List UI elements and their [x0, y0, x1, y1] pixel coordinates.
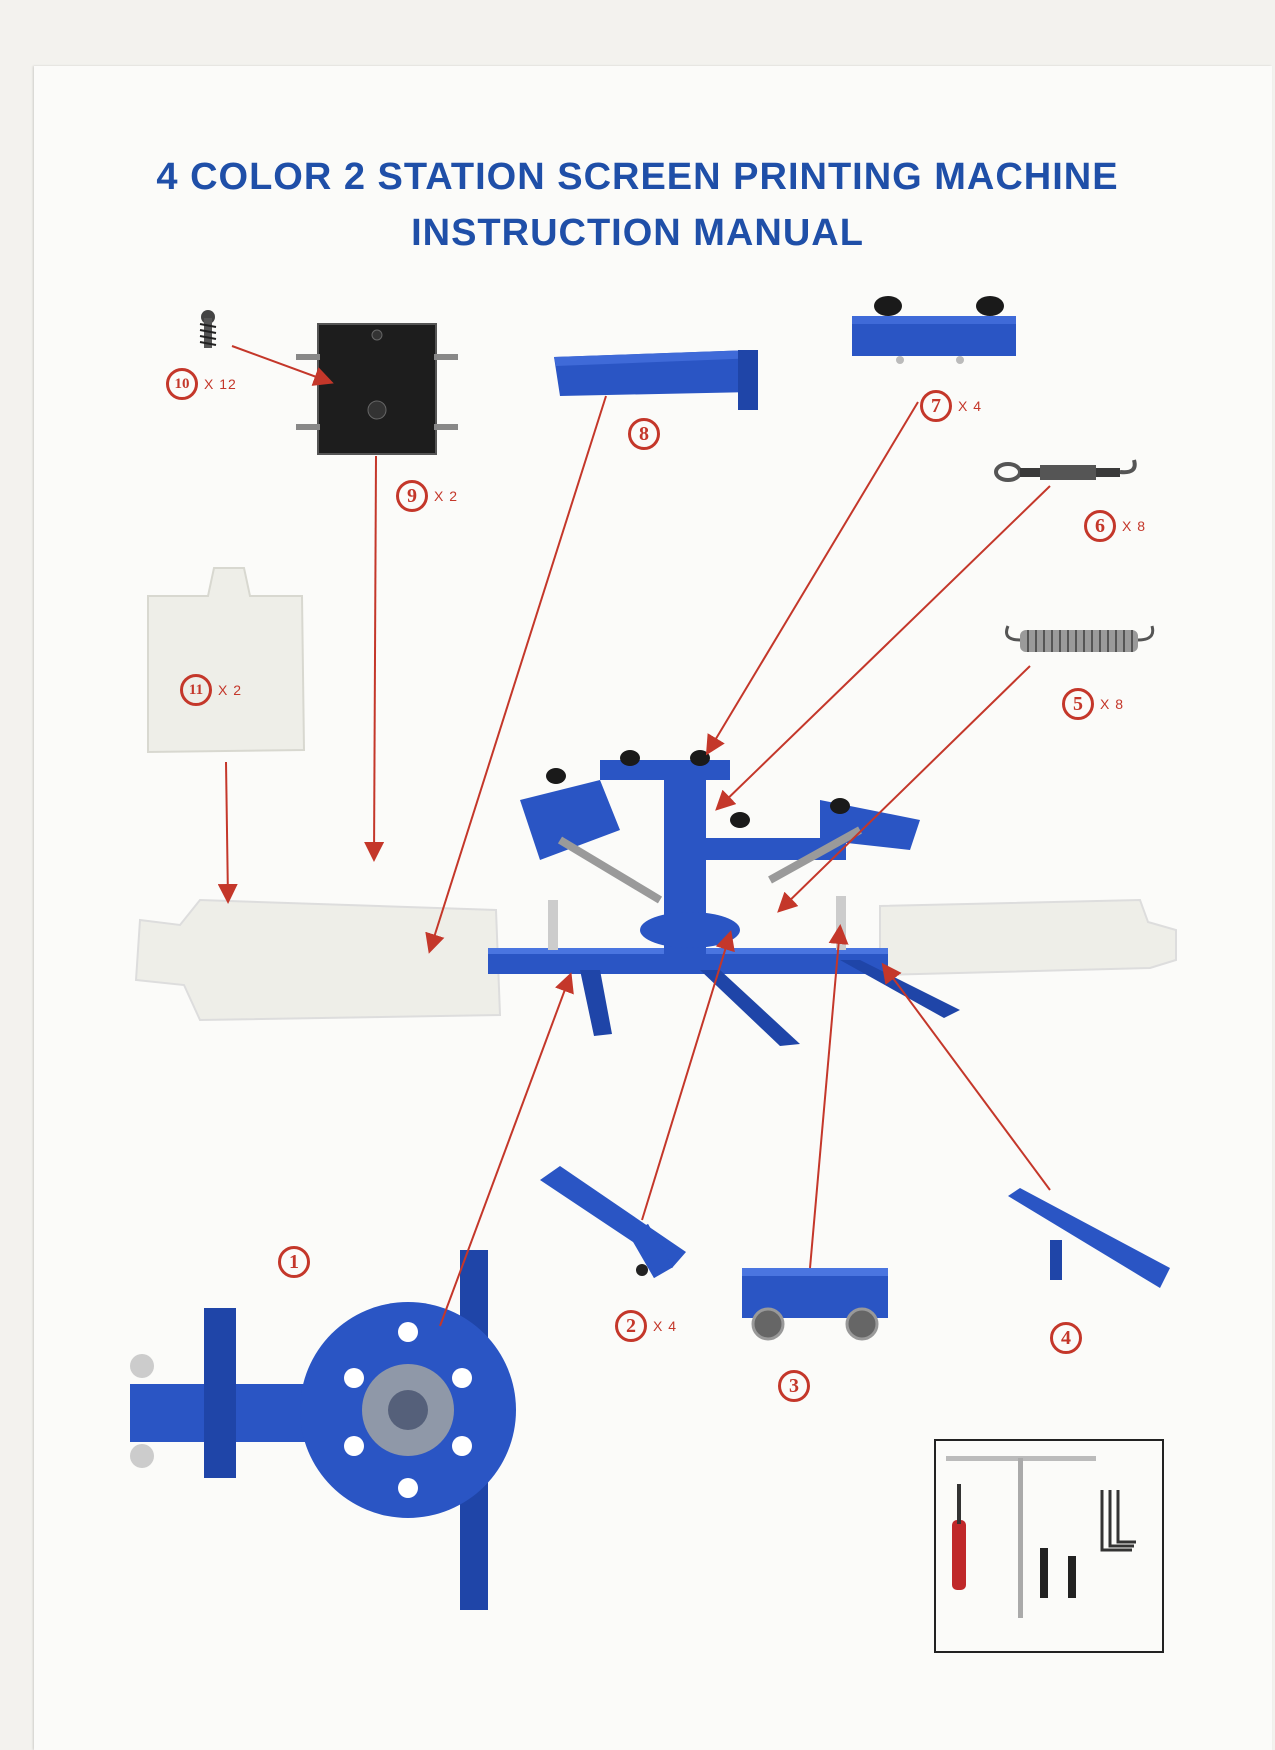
- part-6-number: 6: [1084, 510, 1116, 542]
- support-bar-illustration: [1008, 1188, 1170, 1288]
- part-9-badge: 9 X 2: [396, 480, 458, 512]
- part-10-badge: 10 X 12: [166, 368, 237, 400]
- part-8-badge: 8: [628, 418, 660, 450]
- part-5-quantity: X 8: [1100, 696, 1125, 712]
- part-2-quantity: X 4: [653, 1318, 678, 1334]
- part-2-number: 2: [615, 1310, 647, 1342]
- part-7-number: 7: [920, 390, 952, 422]
- turnbuckle-illustration: [994, 459, 1137, 482]
- part-6-quantity: X 8: [1122, 518, 1147, 534]
- screen-clamp-illustration: [852, 296, 1016, 364]
- part-3-number: 3: [778, 1370, 810, 1402]
- assembled-machine-illustration: [134, 750, 1177, 1046]
- page-subtitle: INSTRUCTION MANUAL: [411, 212, 864, 254]
- part-9-number: 9: [396, 480, 428, 512]
- screw-illustration: [199, 310, 217, 348]
- page-title: 4 COLOR 2 STATION SCREEN PRINTING MACHIN…: [156, 156, 1119, 198]
- part-7-quantity: X 4: [958, 398, 983, 414]
- part-10-number: 10: [166, 368, 198, 400]
- leg-illustration: [540, 1166, 686, 1279]
- part-1-badge: 1: [278, 1246, 310, 1278]
- part-6-badge: 6 X 8: [1084, 510, 1146, 542]
- tool-kit-illustration: [934, 1439, 1164, 1653]
- part-9-quantity: X 2: [434, 488, 459, 504]
- pallet-illustration: [147, 567, 306, 754]
- arm-illustration: [554, 350, 758, 410]
- spring-illustration: [1005, 625, 1155, 652]
- part-2-badge: 2 X 4: [615, 1310, 677, 1342]
- rotary-base-illustration: [130, 1250, 516, 1610]
- part-1-number: 1: [278, 1246, 310, 1278]
- part-5-number: 5: [1062, 688, 1094, 720]
- part-4-number: 4: [1050, 1322, 1082, 1354]
- platen-plate-illustration: [296, 323, 458, 455]
- callout-arrows: [217, 345, 1051, 1327]
- part-4-badge: 4: [1050, 1322, 1082, 1354]
- part-5-badge: 5 X 8: [1062, 688, 1124, 720]
- carriage-illustration: [742, 1268, 888, 1341]
- part-11-badge: 11 X 2: [180, 674, 242, 706]
- part-11-number: 11: [180, 674, 212, 706]
- part-3-badge: 3: [778, 1370, 810, 1402]
- part-7-badge: 7 X 4: [920, 390, 982, 422]
- part-8-number: 8: [628, 418, 660, 450]
- part-11-quantity: X 2: [218, 682, 243, 698]
- part-10-quantity: X 12: [204, 376, 237, 392]
